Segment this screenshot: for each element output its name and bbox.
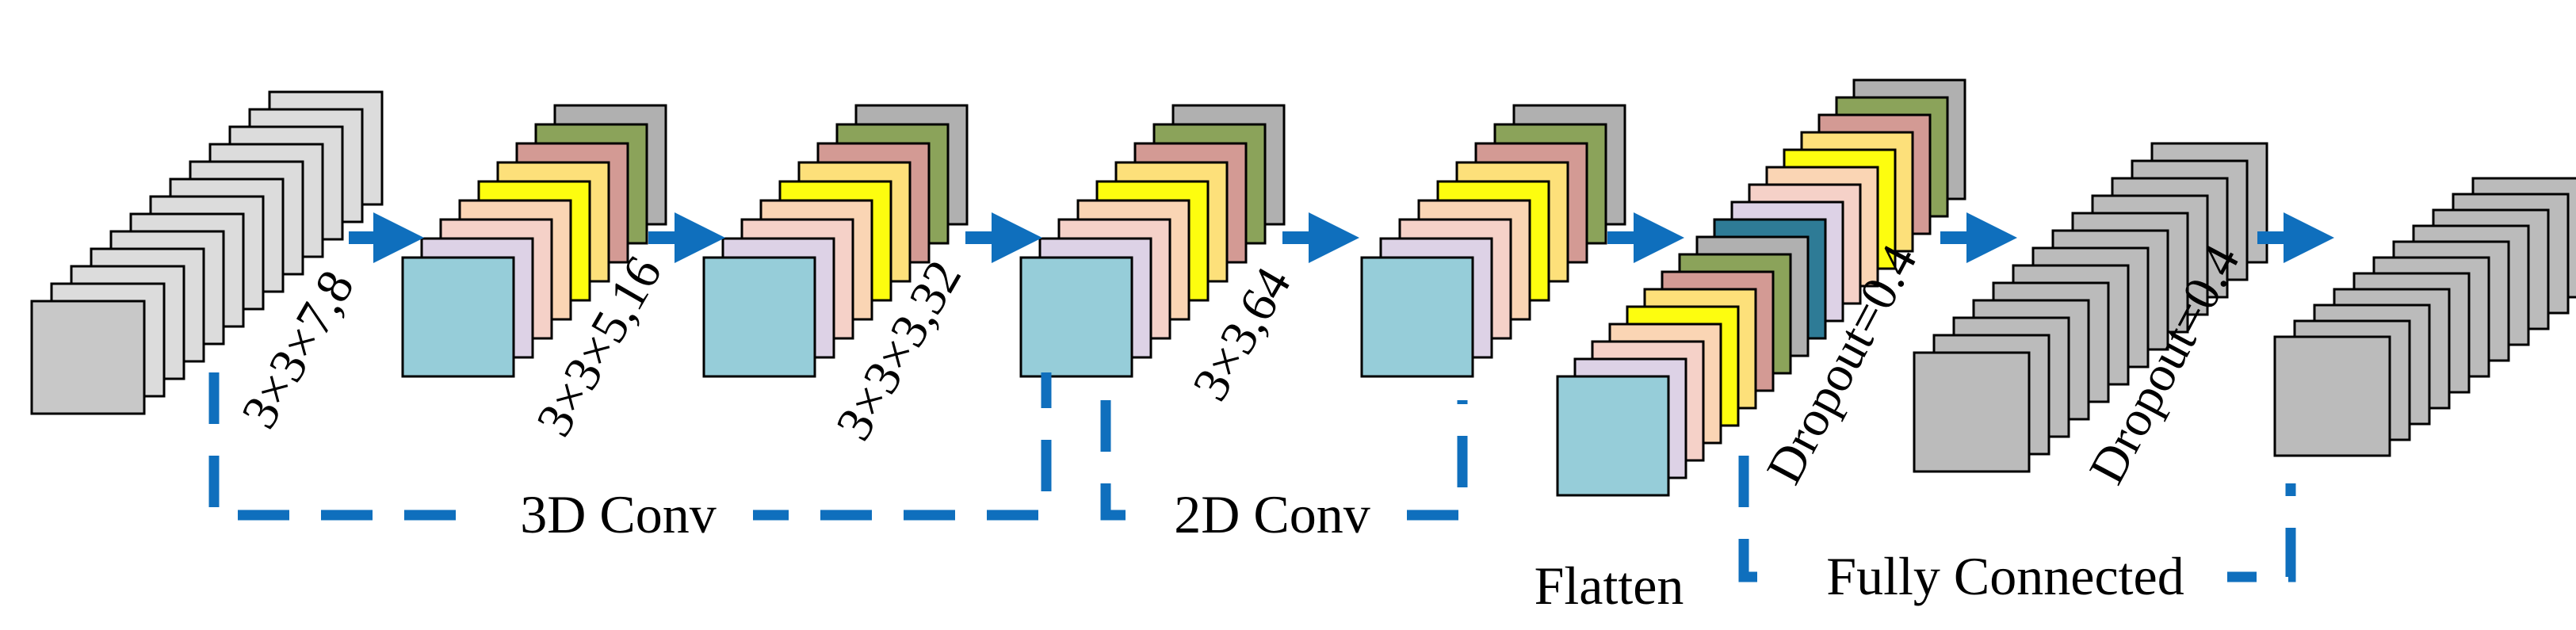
layer-slice	[401, 256, 515, 378]
conv3d-feature-stack-1	[401, 104, 667, 378]
layer-slice	[1360, 256, 1474, 378]
conv2d-label: 2D Conv	[1174, 484, 1370, 544]
fully-connected-stack-2	[2273, 177, 2576, 457]
layer-slice	[2273, 335, 2391, 457]
conv3d-bracket	[208, 372, 1052, 521]
layer-slice	[1019, 256, 1133, 378]
conv2d-feature-stack	[1360, 104, 1626, 378]
layer-slice	[1913, 351, 2031, 473]
flatten-label: Flatten	[1535, 556, 1684, 616]
conv3d-feature-stack-2	[702, 104, 969, 378]
fully-connected-label: Fully Connected	[1826, 546, 2184, 606]
input-cube-stack	[30, 90, 384, 415]
layer-slice	[1556, 375, 1670, 497]
fully-connected-bracket	[1738, 456, 2296, 582]
flatten-stack	[1556, 78, 1966, 497]
layer-slice	[30, 300, 146, 415]
fully-connected-stack-1	[1913, 142, 2268, 473]
conv3d-label: 3D Conv	[520, 484, 716, 544]
layer-slice	[702, 256, 816, 378]
conv3d-feature-stack-3	[1019, 104, 1286, 378]
